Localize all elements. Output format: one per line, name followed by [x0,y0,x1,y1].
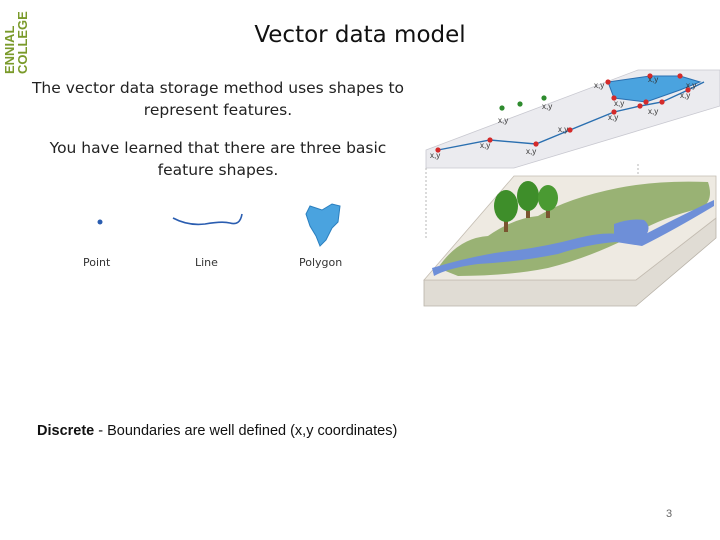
discrete-definition: Discrete - Boundaries are well defined (… [37,423,397,439]
coord-label: x,y [648,75,658,84]
coord-label: x,y [542,102,552,111]
line-shape [172,213,243,226]
discrete-text: - Boundaries are well defined (x,y coord… [94,423,398,439]
vertex-markers [435,73,691,153]
point-label: Point [83,256,111,269]
coord-label: x,y [558,125,568,134]
basic-shapes-figure [70,196,370,276]
page-number: 3 [666,508,673,520]
coord-label: x,y [594,81,604,90]
point-shape [97,219,103,225]
line-label: Line [195,256,218,269]
polygon-label: Polygon [299,256,343,269]
college-logo: COLLEGE ENNIAL [0,0,34,76]
logo-line2: ENNIAL [2,26,17,74]
coord-label: x,y [430,151,440,160]
coord-label: x,y [498,116,508,125]
intro-paragraph: The vector data storage method uses shap… [31,79,405,119]
slide-title: Vector data model [254,22,466,48]
river [432,200,714,276]
trees [494,181,558,232]
point-features [499,95,547,111]
coord-label: x,y [526,147,536,156]
lake [614,219,649,242]
coord-label: x,y [614,99,624,108]
vector-layers-illustration: x,y x,y x,y x,y x,y x,y x,y x,y x,y x,y … [418,68,720,308]
shapes-paragraph: You have learned that there are three ba… [49,139,387,179]
coord-label: x,y [680,91,690,100]
discrete-label: Discrete [37,423,95,439]
coord-label: x,y [686,81,696,90]
coord-label: x,y [480,141,490,150]
vector-polygon-feature [607,75,702,103]
coord-label: x,y [648,107,658,116]
coord-label: x,y [608,113,618,122]
polygon-shape [305,203,341,247]
logo-line1: COLLEGE [15,11,30,74]
